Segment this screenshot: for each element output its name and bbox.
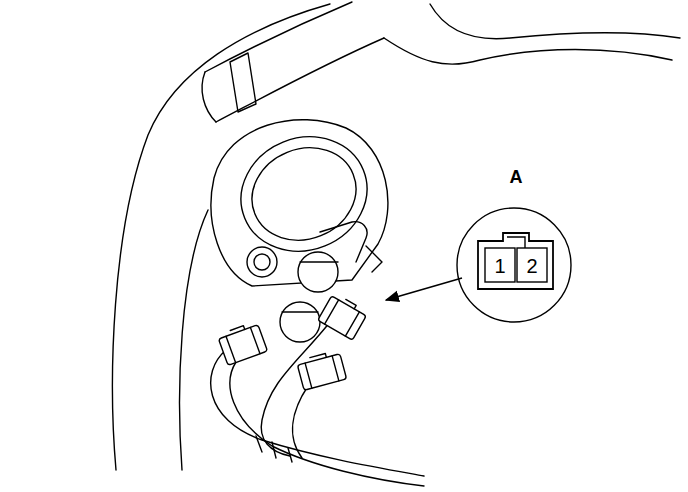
leader-arrow (386, 278, 462, 300)
wire-connector (318, 292, 369, 340)
hose (205, 2, 352, 72)
pin-cell (517, 248, 547, 282)
bolt-boss (247, 247, 277, 277)
wire-tape (256, 436, 292, 462)
connector-lock (507, 237, 525, 248)
bore-opening (224, 118, 385, 270)
bolt-hole (254, 254, 270, 270)
intake-outline (113, 4, 330, 470)
bore-opening (238, 132, 370, 255)
hose-clamp (230, 53, 256, 112)
callout-circle (457, 208, 571, 322)
hose (216, 38, 384, 122)
callout-letter: A (510, 167, 523, 187)
pin-number: 2 (526, 256, 537, 276)
body-outline (430, 4, 680, 39)
bracket (366, 246, 382, 272)
intake-outline (180, 210, 208, 470)
sensor-body (300, 261, 338, 262)
body-outline (384, 38, 672, 64)
connector-callout (386, 208, 571, 322)
pin-number: 1 (494, 255, 505, 277)
wire (293, 386, 308, 458)
wire-connector (296, 350, 346, 390)
pin-number: 2 (526, 255, 537, 277)
pin-number: 1 (494, 256, 505, 276)
connector-face (478, 233, 553, 289)
hose-end (202, 72, 216, 122)
flange (211, 120, 388, 286)
component-drawing (113, 2, 680, 486)
sensor-body (298, 252, 338, 292)
wire-connector (217, 321, 267, 365)
wire (261, 322, 330, 456)
pin-cell (485, 248, 515, 282)
sensor-body (280, 302, 320, 342)
sensor-body (282, 311, 318, 312)
callout-letter: A (510, 168, 523, 186)
wire (211, 350, 424, 476)
